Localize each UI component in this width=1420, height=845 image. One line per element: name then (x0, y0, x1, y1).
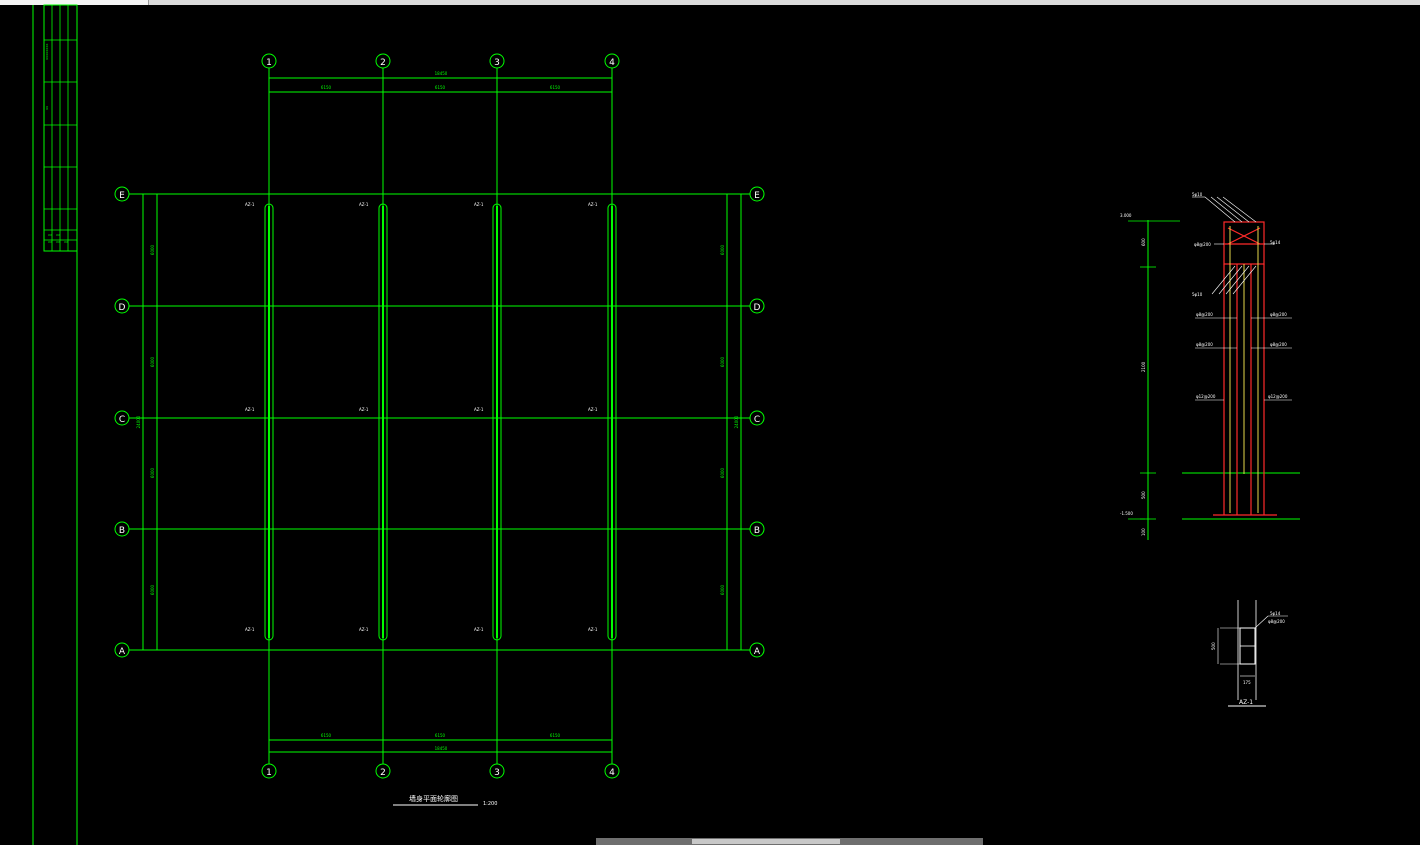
dim-left-total: 24000 (136, 415, 141, 428)
column-tags: AZ-1 AZ-1 AZ-1 AZ-1 AZ-1 AZ-1 AZ-1 AZ-1 … (245, 202, 598, 632)
az1-label: φ8@200 (1268, 619, 1285, 624)
column-tag: AZ-1 (359, 407, 369, 412)
dim-top-span: 6150 (435, 85, 446, 90)
column-tag: AZ-1 (588, 202, 598, 207)
axis-label-bottom: 2 (380, 768, 386, 778)
dim-left-span: 6000 (150, 244, 155, 255)
axis-bubbles-top (261, 53, 620, 69)
section-level: -1.500 (1120, 511, 1133, 516)
title-block-label: XXXXXXXX (45, 44, 49, 60)
dim-right-span: 6000 (720, 584, 725, 595)
dim-left-span: 6000 (150, 467, 155, 478)
axis-label-top: 1 (266, 58, 272, 68)
section-label: φ8@200 (1270, 342, 1287, 347)
section-label: 5φ10 (1192, 192, 1203, 197)
column-tag: AZ-1 (245, 627, 255, 632)
dim-left-span: 6000 (150, 356, 155, 367)
wall-column[interactable] (378, 203, 388, 641)
plan-dimensions: 18450 6150 6150 6150 6150 6150 6150 1845… (136, 71, 739, 751)
axis-label-left: D (119, 303, 126, 313)
az1-title: AZ-1 (1239, 699, 1253, 706)
title-block-label: XX (64, 240, 68, 244)
axis-label-top: 2 (380, 58, 386, 68)
dim-top-total: 18450 (435, 71, 448, 76)
az1-detail: 5φ14 φ8@200 500 175 AZ-1 (1211, 600, 1288, 707)
title-block-label: XX (56, 240, 60, 244)
wall-columns (264, 203, 617, 641)
column-tag: AZ-1 (588, 407, 598, 412)
wall-column[interactable] (264, 203, 274, 641)
drawing-tab[interactable] (0, 0, 149, 5)
title-block-label: XX (45, 106, 49, 110)
column-tag: AZ-1 (474, 627, 484, 632)
section-label: φ8@200 (1270, 312, 1287, 317)
section-label: 5φ14 (1270, 240, 1281, 245)
plan-grid (129, 68, 750, 764)
scrollbar-thumb[interactable] (692, 839, 840, 844)
dim-right-total: 24000 (734, 415, 739, 428)
section-level: 3.000 (1120, 213, 1132, 218)
column-tag: AZ-1 (474, 407, 484, 412)
wall-column[interactable] (492, 203, 502, 641)
column-tag: AZ-1 (359, 202, 369, 207)
plan-title: 墙身平面轮廓图 (409, 794, 458, 803)
plan-scale: 1:200 (483, 801, 497, 807)
axis-label-bottom: 3 (494, 768, 500, 778)
axis-label-right: E (754, 191, 760, 201)
axis-bubbles-left (114, 186, 130, 658)
section-label: 5φ10 (1192, 292, 1203, 297)
axis-label-bottom: 4 (609, 768, 615, 778)
az1-dim-h: 500 (1211, 642, 1216, 650)
axis-bubbles-bottom (261, 763, 620, 779)
column-tag: AZ-1 (245, 407, 255, 412)
axis-label-right: D (754, 303, 761, 313)
horizontal-scrollbar[interactable] (596, 838, 983, 845)
dim-bottom-span: 6150 (435, 733, 446, 738)
axis-label-left: B (119, 526, 125, 536)
dim-bottom-span: 6150 (550, 733, 561, 738)
section-label: φ12@200 (1196, 394, 1216, 399)
dim-right-span: 6000 (720, 356, 725, 367)
dim-right-span: 6000 (720, 467, 725, 478)
section-dim: 100 (1141, 528, 1146, 536)
column-tag: AZ-1 (588, 627, 598, 632)
plan-title-group: 墙身平面轮廓图 1:200 (393, 794, 497, 807)
dim-left-span: 6000 (150, 584, 155, 595)
section-label: φ8@200 (1196, 312, 1213, 317)
axis-label-top: 4 (609, 58, 615, 68)
az1-label: 5φ14 (1270, 611, 1281, 616)
dim-top-span: 6150 (550, 85, 561, 90)
axis-label-bottom: 1 (266, 768, 272, 778)
title-block-label: XX (56, 233, 60, 237)
column-tag: AZ-1 (474, 202, 484, 207)
dim-right-span: 6000 (720, 244, 725, 255)
axis-label-right: B (754, 526, 760, 536)
axis-label-top: 3 (494, 58, 500, 68)
section-dim: 600 (1141, 238, 1146, 246)
section-detail: 3.000 -1.500 600 2100 500 100 5φ10 φ8@20… (1120, 192, 1300, 540)
section-dim: 2100 (1141, 361, 1146, 372)
wall-column[interactable] (607, 203, 617, 641)
dim-bottom-total: 18450 (435, 746, 448, 751)
dim-top-span: 6150 (321, 85, 332, 90)
title-block: XXXXXXXX XX XX XX XX XX XX (32, 4, 78, 845)
title-block-label: XX (48, 240, 52, 244)
column-tag: AZ-1 (245, 202, 255, 207)
axis-label-left: C (119, 415, 125, 425)
axis-label-right: A (754, 647, 761, 657)
section-label: φ8@200 (1196, 342, 1213, 347)
axis-label-left: A (119, 647, 126, 657)
dim-bottom-span: 6150 (321, 733, 332, 738)
az1-dim-w: 175 (1243, 680, 1251, 685)
column-tag: AZ-1 (359, 627, 369, 632)
axis-bubbles-right (749, 186, 765, 658)
section-label: φ8@200 (1194, 242, 1211, 247)
axis-label-right: C (754, 415, 760, 425)
title-block-label: XX (48, 233, 52, 237)
title-bar (0, 0, 1420, 5)
section-dim: 500 (1141, 491, 1146, 499)
axis-label-left: E (119, 191, 125, 201)
section-label: φ12@200 (1268, 394, 1288, 399)
